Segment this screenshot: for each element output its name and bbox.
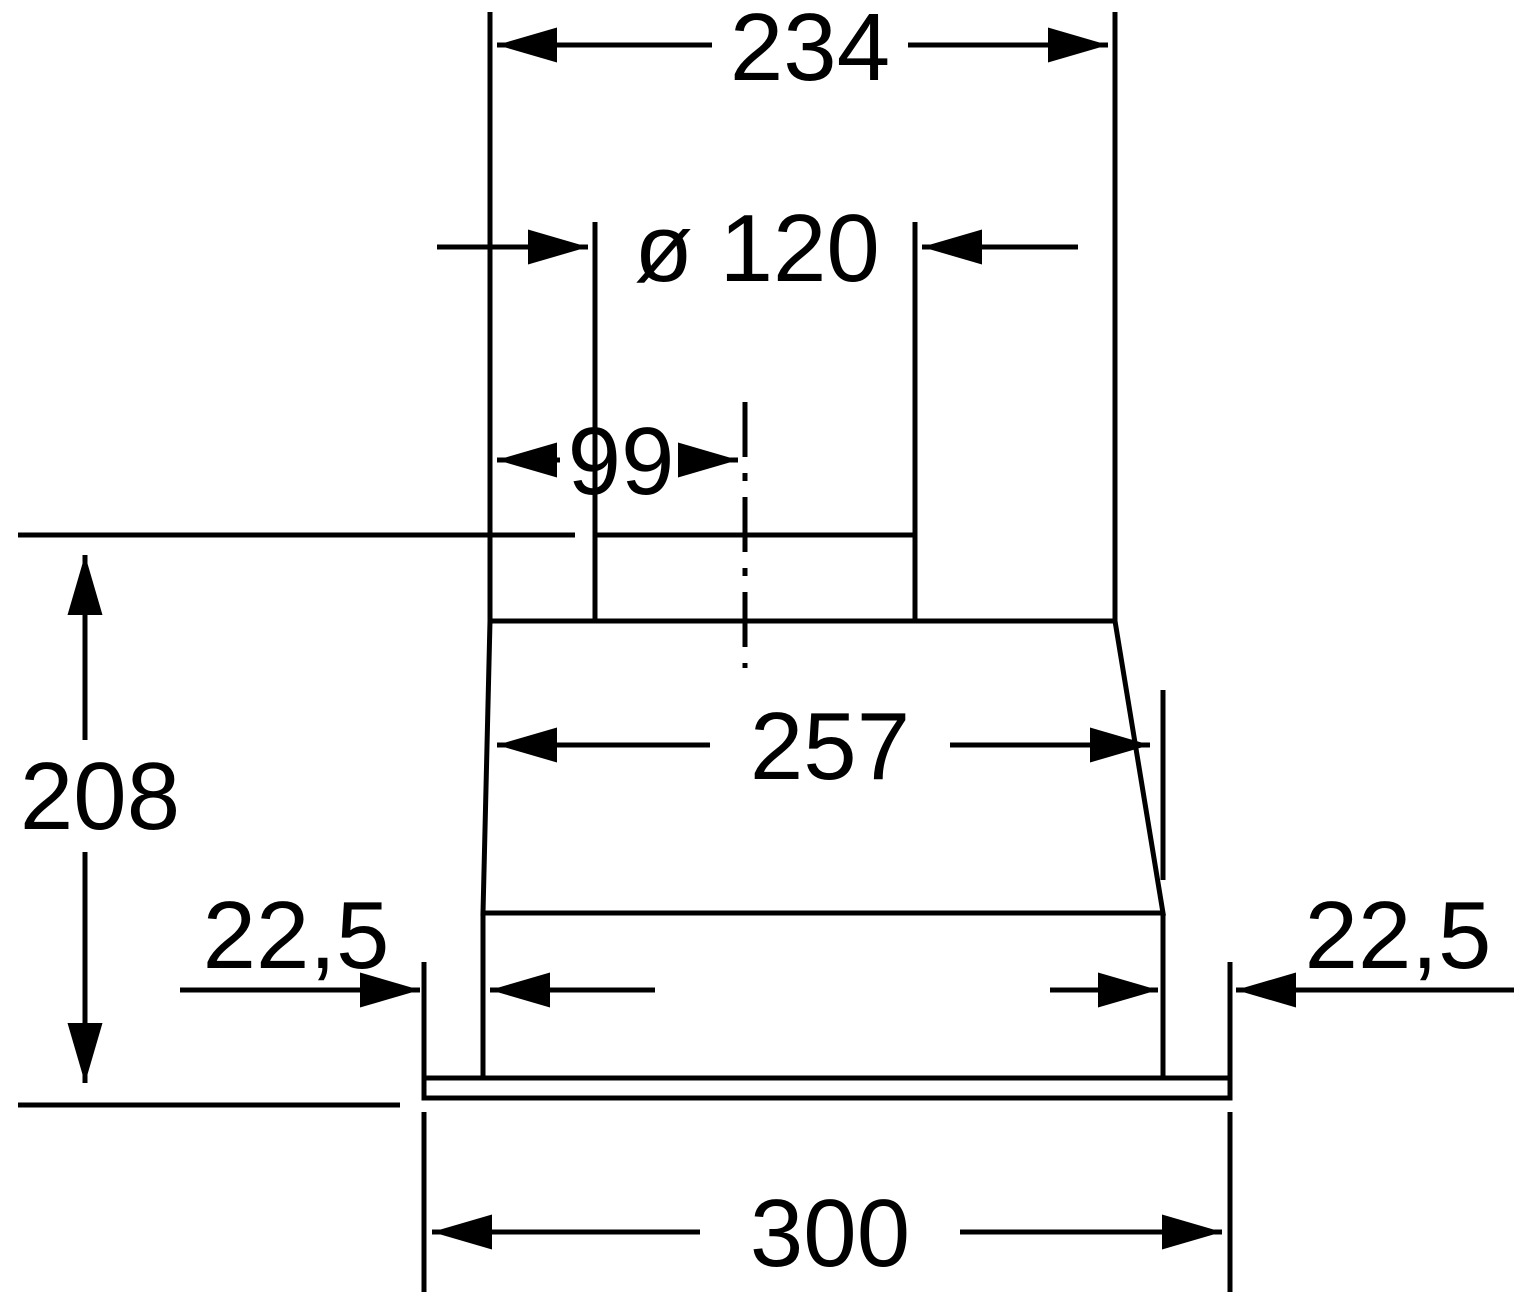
dim-label-duct-offset: 99 (568, 408, 675, 515)
dim-label-right-overhang: 22,5 (1305, 882, 1492, 989)
duct-collar-outline (592, 532, 918, 622)
dimension-lines (67, 27, 1514, 1250)
dim-label-bottom-width: 300 (750, 1180, 910, 1287)
hood-outline (421, 532, 1233, 1101)
hood-lower-body (480, 913, 1166, 1078)
dim-label-left-overhang: 22,5 (203, 882, 390, 989)
bottom-flange (421, 1075, 1233, 1101)
dimension-labels: 234 ø 120 99 208 257 22,5 22,5 300 (20, 0, 1492, 1287)
dim-label-height: 208 (20, 743, 180, 850)
dim-label-body-width: 257 (750, 693, 910, 800)
extension-lines (18, 12, 1233, 1292)
dim-label-top-width: 234 (730, 0, 890, 101)
dim-label-duct-diameter: ø 120 (634, 195, 879, 302)
